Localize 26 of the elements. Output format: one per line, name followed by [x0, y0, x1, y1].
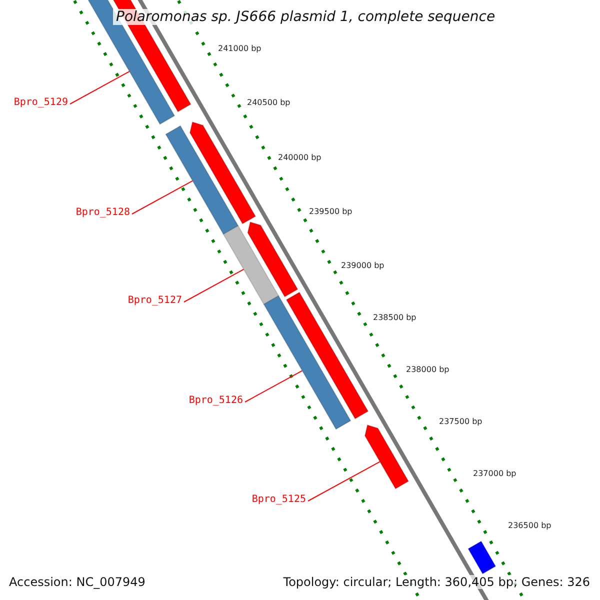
gene-bar: [189, 121, 256, 224]
gene-bar: [247, 221, 298, 298]
position-label: 237000 bp: [473, 469, 516, 478]
leader-line: [244, 370, 303, 402]
gene-bar: [468, 540, 496, 574]
position-label: 240000 bp: [278, 153, 322, 162]
gene-bar: [286, 292, 369, 420]
gene-label: Bpro_5129: [14, 97, 68, 108]
position-label: 241000 bp: [218, 44, 262, 53]
gene-label: Bpro_5127: [128, 295, 182, 306]
gene-bar: [222, 225, 280, 305]
gene-label: Bpro_5128: [76, 207, 130, 218]
leader-line: [308, 461, 380, 502]
leader-line: [184, 268, 244, 302]
gene-label: Bpro_5125: [252, 494, 306, 505]
leader-line: [70, 70, 130, 104]
info-text: Topology: circular; Length: 360,405 bp; Genes: 326: [283, 575, 590, 589]
gene-bar: [165, 125, 239, 235]
gene-label: Bpro_5126: [188, 395, 243, 406]
position-label: 239000 bp: [341, 261, 384, 270]
accession-text: Accession: NC_007949: [9, 575, 146, 589]
position-label: 238000 bp: [406, 365, 450, 374]
gene-bar: [364, 424, 410, 490]
position-label: 240500 bp: [247, 98, 290, 107]
gene-bar: [263, 295, 352, 430]
leader-line: [132, 180, 194, 214]
